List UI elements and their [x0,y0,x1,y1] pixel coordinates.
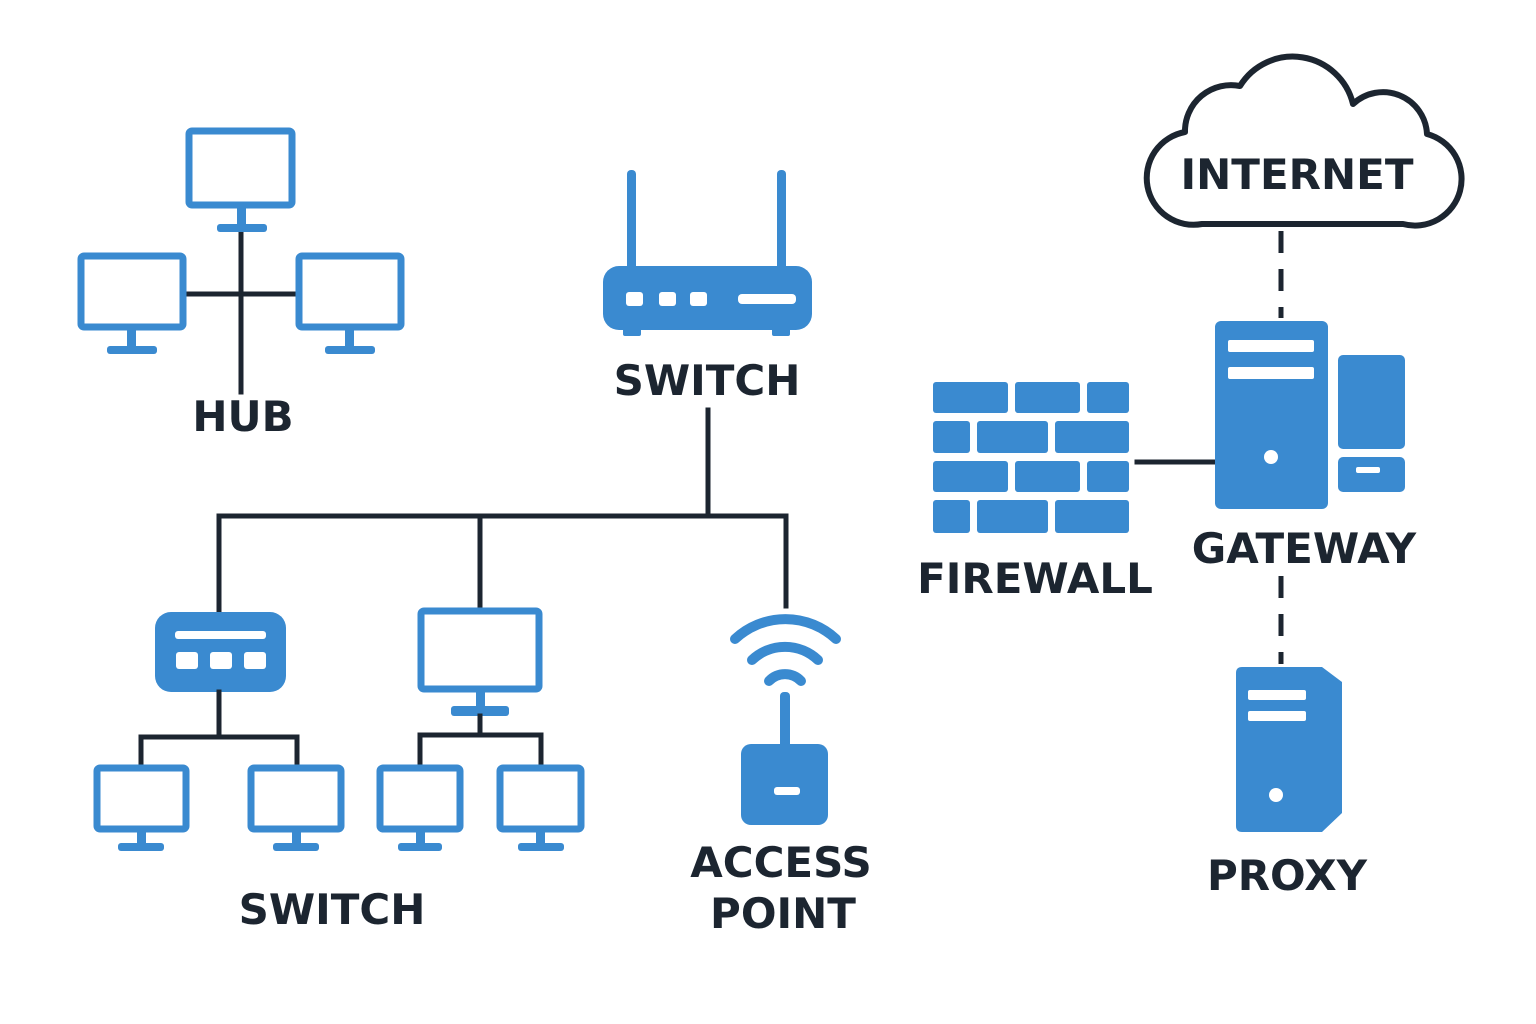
proxy-label: PROXY [1207,851,1368,900]
internet-label: INTERNET [1181,150,1414,199]
gateway-label: GATEWAY [1192,524,1417,573]
top-switch: SWITCH [603,170,812,405]
monitor-icon [93,764,190,851]
monitor-icon [77,252,187,354]
switch-top-label: SWITCH [614,356,801,405]
access-point: ACCESS POINT [690,614,872,938]
cloud-icon [1143,53,1465,229]
monitor-icon [295,252,405,354]
monitor-icon [185,127,296,232]
gateway: GATEWAY [1192,321,1417,573]
monitor-icon [417,607,543,716]
main-tree-lines [216,407,789,615]
monitor-branch: SWITCH [239,607,585,934]
hub-label: HUB [192,392,293,441]
monitor-icon [1338,355,1405,492]
switch-icon [155,612,286,692]
monitor-icon [247,764,345,851]
server-icon [1236,667,1342,832]
access-point-icon [741,744,828,825]
firewall: FIREWALL [917,382,1153,603]
antenna-icon [780,692,790,748]
router-icon [603,170,812,336]
hub-cluster: HUB [77,127,405,441]
server-icon [1215,321,1328,509]
switch-bottom-label: SWITCH [239,885,426,934]
firewall-label: FIREWALL [917,554,1153,603]
access-point-label-line1: ACCESS [690,838,871,887]
internet-cloud: INTERNET [1143,53,1465,229]
switch-branch [93,612,345,851]
monitor-icon [496,764,585,851]
firewall-icon [933,382,1129,533]
wifi-icon [730,614,841,686]
proxy: PROXY [1207,667,1368,900]
monitor-icon [376,764,464,851]
access-point-label-line2: POINT [710,889,856,938]
